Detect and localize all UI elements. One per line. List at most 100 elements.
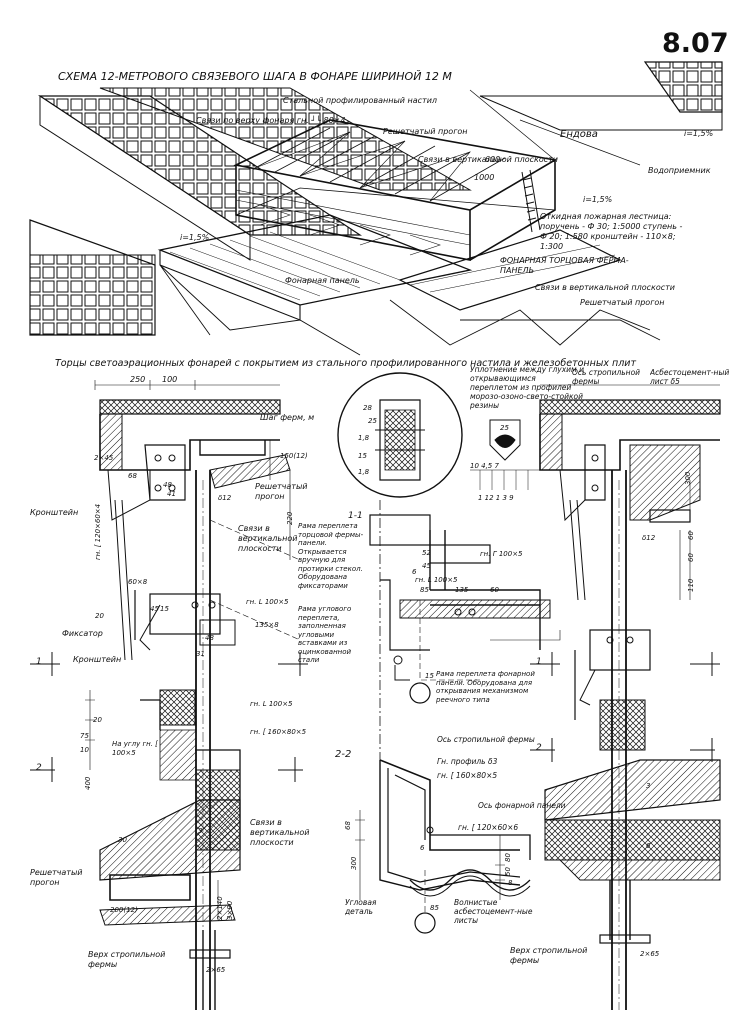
dim-6-right: 6: [646, 842, 651, 850]
right-roof: [479, 95, 723, 131]
label-profile: Гн. профиль δ3: [437, 757, 498, 766]
section-mark-1-right: 1: [536, 657, 542, 667]
wavy-sheets-box: Волнистые асбестоцемент-ные листы: [454, 898, 533, 925]
dim-45: 45: [150, 605, 159, 613]
dim-2x65-right: 2×65: [640, 950, 660, 958]
dim-100: 100: [162, 375, 177, 384]
corner-part-box: Угловая деталь: [345, 898, 377, 916]
label-angle-frame-note: Рама углового переплета, заполненная угл…: [298, 605, 352, 664]
truss-axis-right-box: Ось стропильной фермы: [572, 368, 641, 386]
label-slope-left: i=1,5%: [180, 233, 209, 242]
label-steel-deck: Стальной профилированный настил: [283, 96, 437, 105]
bracing-vertical-box: Связи в вертикальной плоскости: [238, 524, 298, 553]
dim-20: 20: [95, 612, 104, 620]
label-bracing-vertical: Связи в вертикальной плоскости: [238, 524, 298, 553]
dim-220: 220: [286, 511, 294, 525]
dim-75: 75: [80, 732, 89, 740]
label-lattice-purlin: Решетчатый прогон: [383, 127, 468, 136]
dim-60b-right: 60: [687, 553, 695, 562]
truss-top-right-box: Верх стропильной фермы: [510, 946, 587, 965]
dim-2x65: 2×65: [206, 966, 226, 974]
section-2-2: 2-2 Ось стропильной фермы Гн. профиль δ3…: [335, 735, 566, 934]
lower-roof-deck: [157, 89, 661, 356]
dims-bottom: 1 12 1 3 9: [478, 494, 514, 502]
section-mark-1-left: 1: [36, 657, 42, 667]
dim-25: 25: [368, 417, 377, 425]
label-wavy-sheets: Волнистые асбестоцемент-ные листы: [454, 898, 533, 925]
angle-frame-note-box: Рама углового переплета, заполненная угл…: [298, 605, 352, 664]
dim-50-22: 50: [504, 867, 512, 876]
dim-135x8: 135×8: [255, 621, 279, 629]
dim-400: 400: [84, 776, 92, 790]
fire-ladder: [521, 169, 541, 233]
label-corner-part: Угловая деталь: [345, 898, 377, 916]
section-mark-2-right: 2: [536, 743, 542, 753]
label-angle-100-center: гн. L 100×5: [415, 576, 458, 584]
dim-45-center: 45: [422, 562, 431, 570]
dim-25b: 25: [500, 424, 509, 432]
label-frame-note: Рама переплета торцовой фермы-панели. От…: [298, 522, 364, 590]
dim-52: 52: [422, 549, 431, 557]
dim-150: 150(12): [280, 452, 308, 460]
label-truss-axis-22: Ось стропильной фермы: [437, 735, 535, 744]
dim-6-center: 6: [412, 568, 417, 576]
dim-200: 200(12): [110, 906, 138, 914]
right-glazing-corner: [643, 61, 723, 113]
dim-18: 1,8: [358, 434, 370, 442]
dim-15b-center: 15: [425, 672, 434, 680]
center-detail: Уплотнение между глухим и открывающимся …: [298, 365, 584, 760]
bracing-vertical-2-box: Связи в вертикальной плоскости: [250, 818, 310, 847]
dim-135: 135: [455, 586, 469, 594]
label-channel-100: гн. Г 100×5: [480, 550, 523, 558]
frame-note-box: Рама переплета торцовой фермы-панели. От…: [298, 522, 364, 590]
end-truss-box: ФОНАРНАЯ ТОРЦОВАЯ ФЕРМА-ПАНЕЛЬ: [500, 256, 629, 275]
dim-20b: 20: [93, 716, 102, 724]
label-bracing-vertical-2: Связи в вертикальной плоскости: [535, 283, 675, 292]
dim-28: 28: [363, 404, 372, 412]
label-lattice-purlin-2: Решетчатый прогон: [580, 298, 665, 307]
dim-250: 250: [130, 375, 145, 384]
dim-3x90: 3×90: [226, 900, 234, 920]
label-bracing-vertical-2: Связи в вертикальной плоскости: [250, 818, 310, 847]
dim-d12-right: δ12: [642, 534, 656, 542]
label-channel-160-22: гн. [ 160×80×5: [437, 771, 497, 780]
label-angle-100: гн. L 100×5: [246, 598, 289, 606]
label-channel-120-22: гн. [ 120×60×6: [458, 823, 518, 832]
lower-left-wall: [29, 254, 156, 336]
label-valley: Ендова: [560, 129, 598, 140]
isometric-scheme: СХЕМА 12-МЕТРОВОГО СВЯЗЕВОГО ШАГА В ФОНА…: [29, 61, 723, 356]
label-ladder-note: Откидная пожарная лестница: поручень - Ф…: [540, 212, 683, 251]
corner-note-box: На углу гн. [ 100×5: [112, 740, 158, 757]
dim-300-right: 300: [684, 471, 692, 485]
label-vertical-bracing: Связи в вертикальной плоскости: [418, 155, 558, 164]
label-bracket-2: Кронштейн: [73, 655, 121, 664]
section-2-2-title: 2-2: [335, 749, 351, 760]
dim-48: 48: [163, 481, 172, 489]
section-1-1-title: 1-1: [348, 511, 363, 521]
dim-2x140: 2×140: [216, 896, 224, 920]
seal-note-box: Уплотнение между глухим и открывающимся …: [470, 365, 584, 410]
label-lattice-purlin-2: Решетчатый прогон: [30, 868, 83, 887]
dim-85-22: 85: [430, 904, 439, 912]
scheme-title: СХЕМА 12-МЕТРОВОГО СВЯЗЕВОГО ШАГА В ФОНА…: [58, 70, 452, 83]
dim-68-22: 68: [344, 821, 352, 830]
label-fixator: Фиксатор: [62, 629, 103, 638]
dim-60x8: 60×8: [128, 578, 148, 586]
label-slope-mid: i=1,5%: [583, 195, 612, 204]
label-truss-axis-right: Ось стропильной фермы: [572, 368, 641, 386]
label-asbestos-sheet: Асбестоцемент-ный лист δ5: [650, 368, 730, 386]
dim-10: 10: [80, 746, 89, 754]
dim-85: 85: [420, 586, 429, 594]
label-channel-120: гн. [ 120×60×4: [94, 504, 102, 560]
label-truss-step: Шаг ферм, м: [260, 413, 314, 422]
dim-3-right: 3: [646, 782, 650, 790]
section-mark-2-left: 2: [36, 763, 42, 773]
dim-15: 15: [160, 605, 169, 613]
lower-left-wall-face: [29, 219, 156, 336]
roof-band: [39, 95, 251, 261]
label-channel-160: гн. [ 160×80×5: [250, 728, 307, 736]
label-lattice-purlin-detail: Решетчатый прогон: [255, 482, 308, 501]
lantern-frame-note-box: Рама переплета фонарной панели. Оборудов…: [436, 670, 535, 704]
label-bracket: Кронштейн: [30, 508, 78, 517]
label-lantern-frame-note: Рама переплета фонарной панели. Оборудов…: [436, 670, 535, 704]
